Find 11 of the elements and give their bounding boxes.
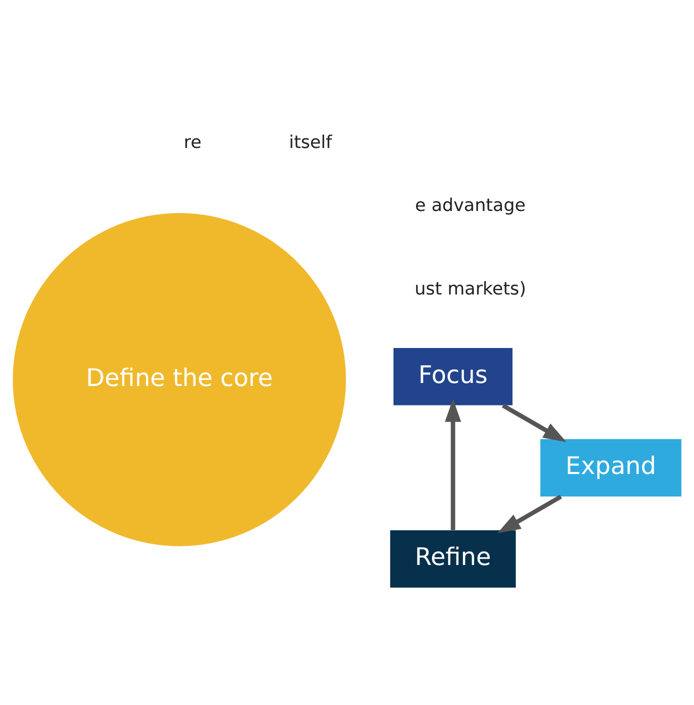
arrow (502, 403, 566, 442)
node-circle: Define the core (12, 212, 346, 546)
node-box: Expand (540, 438, 682, 496)
arrow (444, 398, 462, 530)
label: e advantage (415, 195, 526, 216)
label: ust markets) (414, 279, 526, 300)
node-box: Refine (390, 530, 516, 588)
label: itself (289, 132, 332, 152)
node-box: Focus (393, 347, 512, 405)
arrow (497, 494, 562, 533)
label: re (184, 132, 202, 152)
